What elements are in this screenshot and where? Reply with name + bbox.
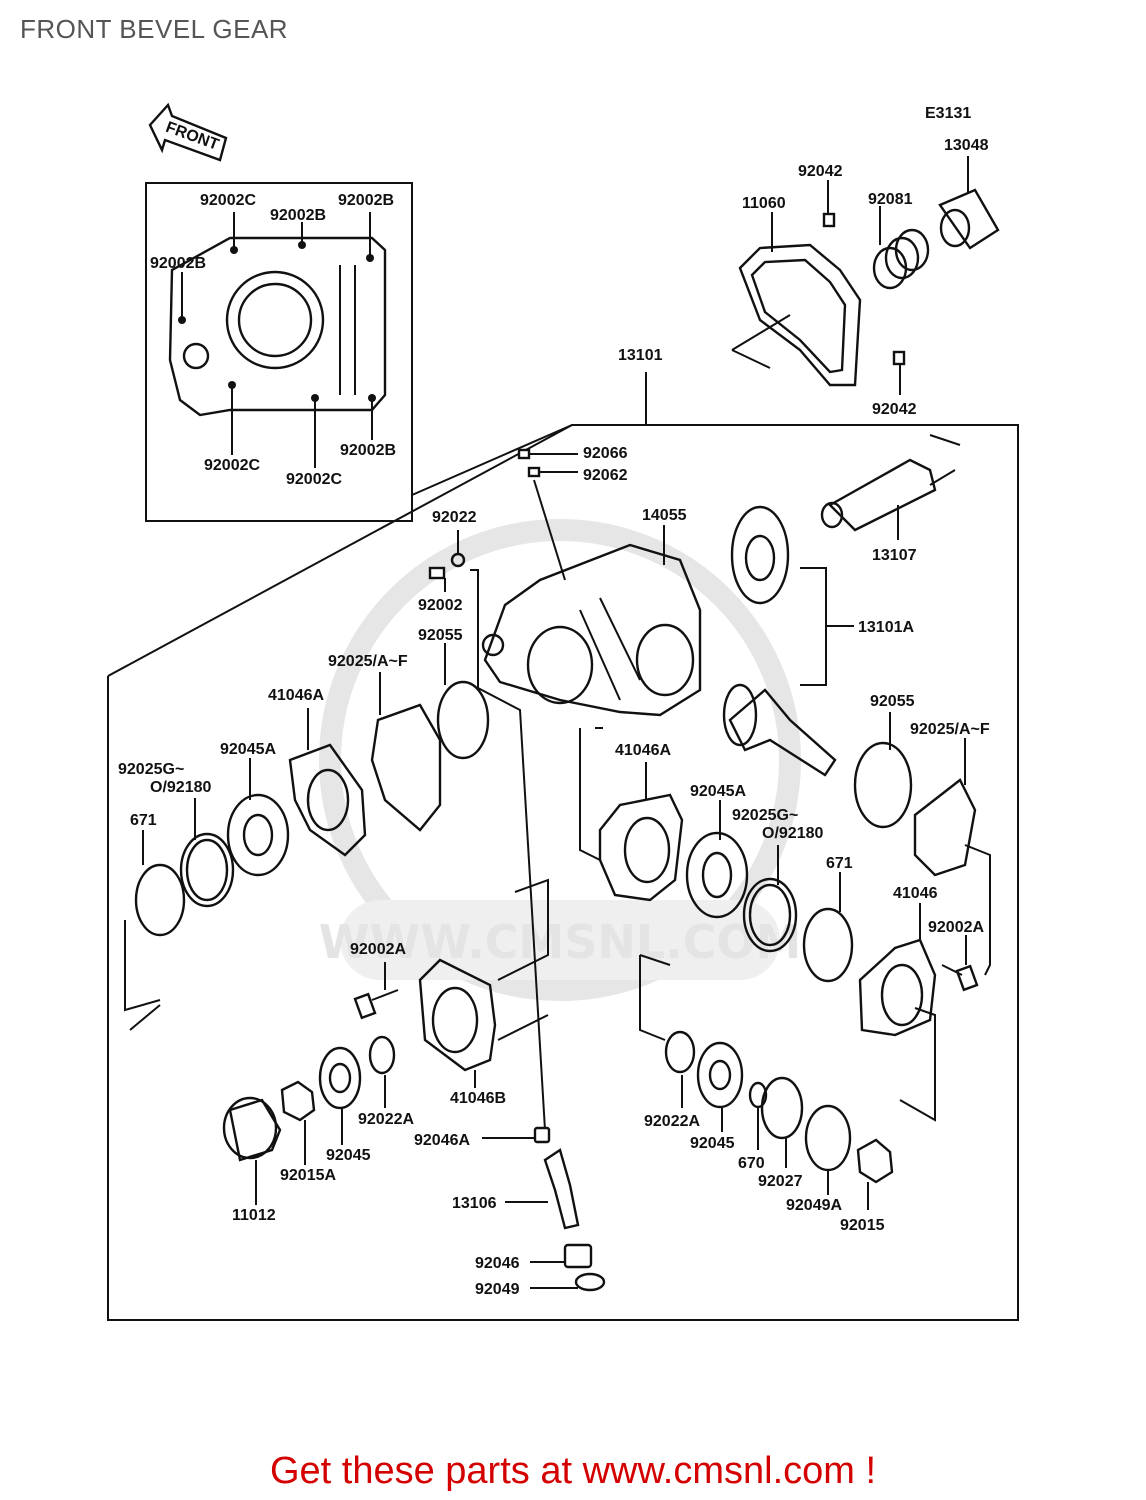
callout-14055: 14055 (642, 507, 687, 524)
footer-link[interactable]: Get these parts at www.cmsnl.com ! (269, 1450, 877, 1492)
callout-92002b: 92002B (270, 207, 326, 224)
callout-92002c: 92002C (204, 457, 260, 474)
callout-92027: 92027 (758, 1173, 803, 1190)
callout-92055: 92055 (870, 693, 915, 710)
assembly-outline (107, 372, 1019, 1321)
inset-box (145, 182, 573, 522)
callout-92045a: 92045A (220, 741, 276, 758)
callout-13048: 13048 (944, 137, 989, 154)
callout-13106: 13106 (452, 1195, 497, 1212)
callout-92066: 92066 (583, 445, 628, 462)
callout-92045: 92045 (326, 1147, 371, 1164)
callout-671: 671 (130, 812, 157, 829)
callout-92002b: 92002B (340, 442, 396, 459)
middle-bearing-stack (579, 712, 991, 1037)
callout-92055: 92055 (418, 627, 463, 644)
callout-92025g: 92025G~ (118, 761, 184, 778)
callout-92015a: 92015A (280, 1167, 336, 1184)
callout-670: 670 (738, 1155, 765, 1172)
front-arrow-icon: FRONT (148, 102, 228, 162)
callout-92045a: 92045A (690, 783, 746, 800)
callout-13107: 13107 (872, 547, 917, 564)
callout-11060: 11060 (742, 195, 786, 212)
page-title: FRONT BEVEL GEAR (20, 14, 289, 44)
drive-shaft-13107 (820, 434, 961, 540)
watermark-text: WWW.CMSNL.COM (319, 915, 802, 969)
callout-o-92180: O/92180 (762, 825, 823, 842)
callout-41046b: 41046B (450, 1090, 506, 1107)
callout-92049a: 92049A (786, 1197, 842, 1214)
front-bevel-gear-diagram: WWW.CMSNL.COM FRONT (107, 102, 1019, 1321)
callout-92049: 92049 (475, 1281, 520, 1298)
lower-right-parts (639, 954, 936, 1210)
bevel-gears-13101A (722, 505, 854, 777)
callout-92015: 92015 (840, 1217, 885, 1234)
callout-92046: 92046 (475, 1255, 520, 1272)
callout-92042: 92042 (798, 163, 843, 180)
pinion-shaft-parts (482, 1126, 606, 1292)
callout-92002a: 92002A (928, 919, 984, 936)
callout-92025-a-f: 92025/A~F (328, 653, 408, 670)
callout-41046a: 41046A (615, 742, 671, 759)
callout-92042: 92042 (872, 401, 917, 418)
callout-92002c: 92002C (286, 471, 342, 488)
callout-92002a: 92002A (350, 941, 406, 958)
callout-92045: 92045 (690, 1135, 735, 1152)
lower-left-parts (222, 878, 549, 1205)
diagram-code: E3131 (925, 105, 971, 122)
callout-labels: E3131 13048 92042 11060 92081 92042 1310… (118, 105, 990, 1298)
callout-92002c: 92002C (200, 192, 256, 209)
cmsnl-watermark: WWW.CMSNL.COM (319, 519, 802, 1001)
callout-41046a: 41046A (268, 687, 324, 704)
callout-92022a: 92022A (644, 1113, 700, 1130)
callout-92046a: 92046A (414, 1132, 470, 1149)
callout-92062: 92062 (583, 467, 628, 484)
callout-92002b: 92002B (338, 192, 394, 209)
callout-o-92180: O/92180 (150, 779, 211, 796)
callout-13101: 13101 (618, 347, 663, 364)
callout-671: 671 (826, 855, 853, 872)
callout-92025g: 92025G~ (732, 807, 798, 824)
cover-parts (731, 156, 1000, 395)
callout-92002b: 92002B (150, 255, 206, 272)
callout-92002: 92002 (418, 597, 463, 614)
left-bearing-stack (124, 643, 490, 1031)
callout-92022: 92022 (432, 509, 477, 526)
callout-92081: 92081 (868, 191, 913, 208)
callout-92025-a-f: 92025/A~F (910, 721, 990, 738)
callout-41046: 41046 (893, 885, 938, 902)
callout-13101a: 13101A (858, 619, 914, 636)
callout-92022a: 92022A (358, 1111, 414, 1128)
callout-11012: 11012 (232, 1207, 276, 1224)
